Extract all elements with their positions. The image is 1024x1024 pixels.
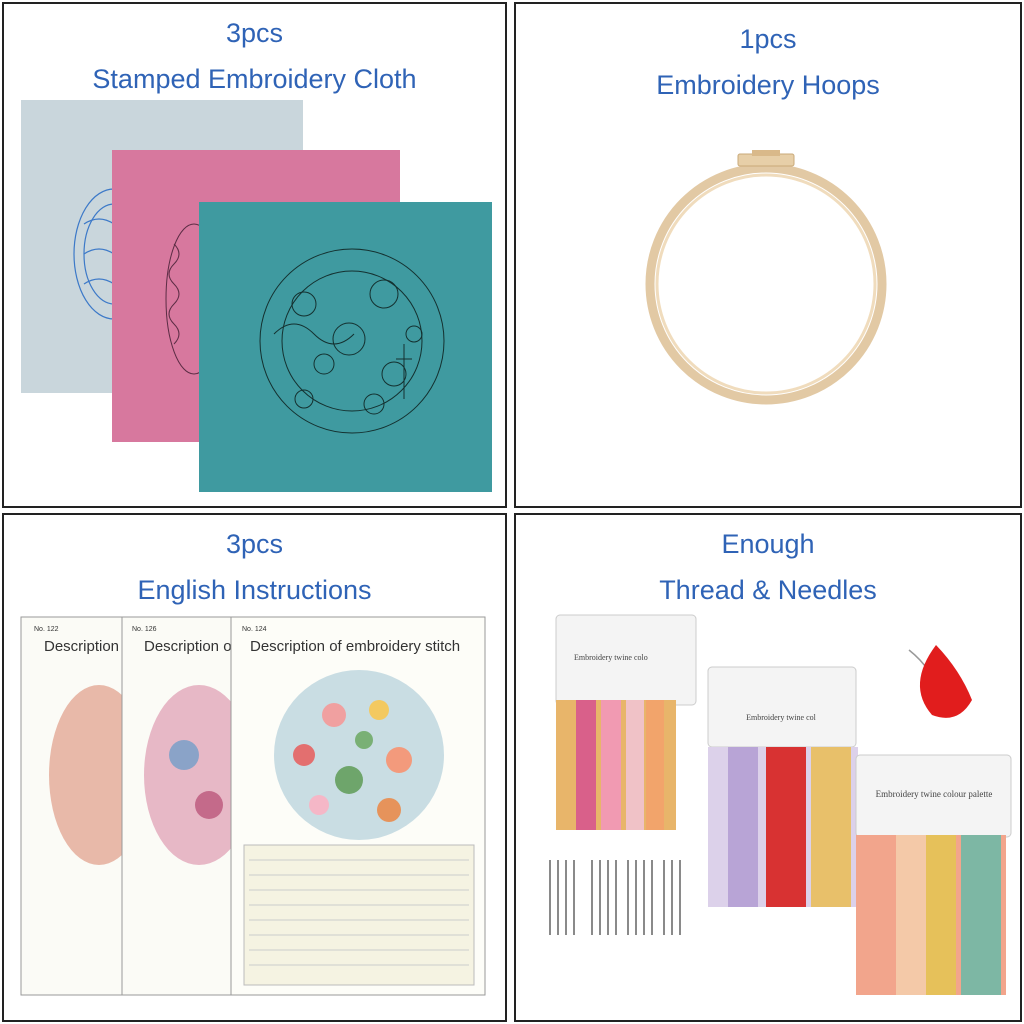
- svg-text:Embroidery twine colo: Embroidery twine colo: [574, 653, 648, 662]
- panel-title: Embroidery Hoops: [656, 70, 880, 100]
- panel-title: English Instructions: [137, 575, 372, 605]
- sheet-number: No. 122: [34, 626, 59, 633]
- sheet-heading: Description of embroidery stitch: [250, 638, 460, 655]
- hoop-outer-ring: [645, 163, 887, 405]
- panel-thread-needles: Enough Thread & Needles Embroidery twine…: [514, 513, 1022, 1022]
- svg-text:Embroidery twine col: Embroidery twine col: [746, 713, 817, 722]
- panel-quantity: 1pcs: [739, 24, 797, 54]
- svg-text:Embroidery twine colour palett: Embroidery twine colour palette: [876, 789, 993, 799]
- cloth-illustration: [21, 100, 492, 492]
- sheet-number: No. 124: [242, 626, 267, 633]
- panel-title: Thread & Needles: [659, 575, 877, 605]
- cloth-teal-pattern: [259, 248, 445, 434]
- panel-title: Stamped Embroidery Cloth: [92, 64, 417, 94]
- sheet-heading: Description: [44, 638, 119, 655]
- cloth-teal: [199, 202, 492, 492]
- thread-card-1: Embroidery twine colo: [555, 614, 697, 830]
- needles: [549, 860, 681, 935]
- panel-instructions: 3pcs English Instructions No. 122 Descri…: [2, 513, 507, 1022]
- hoop-illustration: [645, 150, 887, 405]
- panel-quantity: 3pcs: [225, 18, 284, 48]
- thread-illustration: Embroidery twine colo Embroidery twine c…: [549, 614, 1012, 995]
- panel-hoops: 1pcs Embroidery Hoops: [514, 2, 1022, 508]
- needle-threader-icon: [908, 645, 972, 718]
- panel-quantity: Enough: [721, 529, 815, 559]
- instruction-sheet-3: No. 124 Description of embroidery stitch: [230, 616, 486, 996]
- thread-card-2: Embroidery twine col: [707, 666, 858, 907]
- hoop-inner-ring: [655, 173, 877, 395]
- instructions-illustration: No. 122 Description No. 126 Description …: [20, 616, 486, 996]
- panel-stamped-cloth: 3pcs Stamped Embroidery Cloth: [2, 2, 507, 508]
- panel-quantity: 3pcs: [225, 529, 284, 559]
- sheet-heading: Description o: [144, 638, 232, 655]
- thread-card-3: Embroidery twine colour palette: [855, 754, 1012, 995]
- sheet-number: No. 126: [132, 626, 157, 633]
